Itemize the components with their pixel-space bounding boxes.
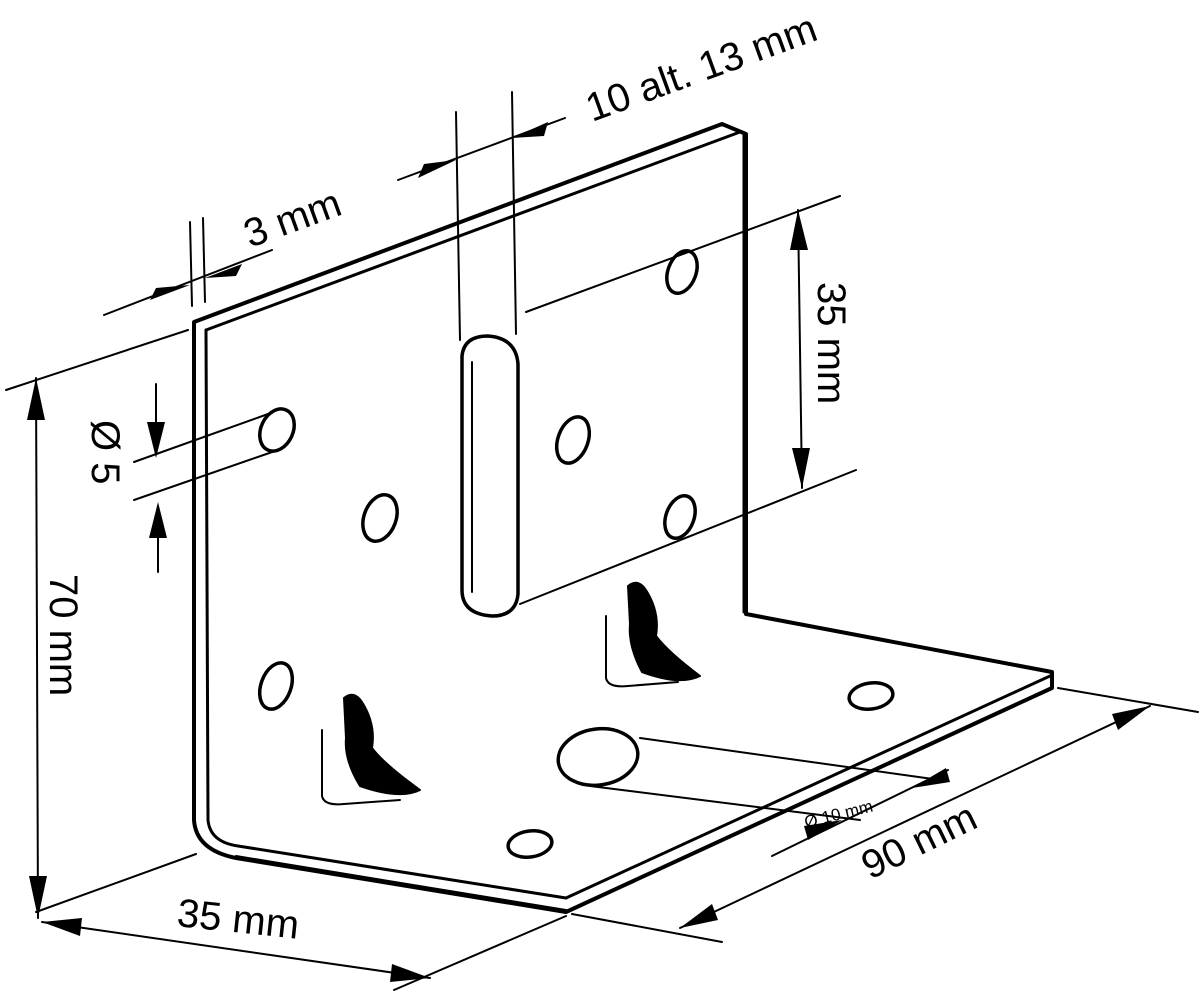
height-arrow-bottom bbox=[29, 876, 47, 918]
thickness-dim-line bbox=[103, 249, 273, 316]
inner-fold-line bbox=[235, 855, 567, 911]
small-hole-mid-left bbox=[361, 493, 399, 543]
vertical-plate-left-edge bbox=[204, 328, 568, 900]
horizontal-plate-front-edge bbox=[564, 674, 1052, 900]
small-hole-floor-front bbox=[506, 829, 554, 859]
rib-left-outline bbox=[321, 729, 401, 806]
angle-bracket bbox=[192, 122, 1054, 914]
slot-hole bbox=[460, 334, 520, 618]
stiffening-ribs bbox=[321, 581, 701, 806]
large-hole-label: Ø 10 mm bbox=[802, 797, 874, 832]
height-ext-top bbox=[5, 329, 189, 391]
length-ext-right bbox=[1057, 687, 1199, 713]
rib-right-outline bbox=[605, 615, 679, 688]
spacing-ext-bottom bbox=[519, 469, 857, 605]
horizontal-plate-edge bbox=[744, 612, 1052, 674]
thickness-arrow-left bbox=[150, 285, 190, 300]
rib-left bbox=[343, 693, 421, 796]
length-dim-line bbox=[679, 705, 1151, 929]
horizontal-plate-bottom-edge bbox=[564, 686, 1054, 914]
large-hole bbox=[556, 726, 640, 788]
vertical-plate-edge bbox=[204, 130, 742, 332]
length-label: 90 mm bbox=[855, 795, 984, 888]
thickness-label: 3 mm bbox=[238, 181, 347, 257]
spacing-ext-top bbox=[525, 195, 841, 313]
slot-arrow-left bbox=[418, 160, 456, 178]
depth-arrow-right bbox=[390, 964, 430, 982]
vertical-plate-holes bbox=[257, 249, 699, 711]
spacing-arrow-top bbox=[790, 210, 808, 250]
depth-arrow-left bbox=[42, 918, 82, 936]
rib-right bbox=[627, 581, 701, 682]
height-label: 70 mm bbox=[41, 574, 85, 696]
length-arrow-left bbox=[680, 904, 718, 928]
length-ext-left bbox=[571, 913, 723, 943]
height-dim-line bbox=[35, 377, 39, 919]
spacing-dim-line bbox=[797, 209, 803, 489]
large-hole-arrow-a bbox=[804, 820, 842, 840]
height-ext-bottom bbox=[35, 853, 197, 913]
small-hole-low-left bbox=[257, 661, 295, 711]
small-hole-floor-right bbox=[847, 681, 895, 711]
large-hole-ext-bottom bbox=[589, 785, 861, 821]
thickness-ext-left bbox=[189, 221, 193, 307]
dimension-lines bbox=[5, 91, 1199, 991]
small-hole-arrow-bottom bbox=[149, 502, 167, 538]
slot-width-label: 10 alt. 13 mm bbox=[580, 6, 823, 130]
hole-spacing-label: 35 mm bbox=[809, 282, 853, 404]
small-hole-arrow-top bbox=[147, 422, 165, 458]
slot-ext-right bbox=[511, 91, 517, 335]
slot-arrow-right bbox=[512, 122, 548, 138]
depth-dim-line bbox=[41, 921, 431, 979]
thickness-ext-right bbox=[202, 217, 206, 303]
small-hole-label: Ø 5 bbox=[83, 420, 127, 484]
slot-ext-left bbox=[455, 111, 461, 341]
small-hole-center bbox=[554, 415, 592, 465]
large-hole-arrow-b bbox=[912, 768, 950, 788]
horizontal-plate-holes bbox=[506, 681, 895, 859]
spacing-arrow-bottom bbox=[792, 448, 810, 488]
large-hole-ext-top bbox=[639, 737, 941, 781]
small-hole-top-left bbox=[258, 407, 296, 453]
height-arrow-top bbox=[27, 378, 45, 420]
length-arrow-right bbox=[1112, 706, 1150, 730]
thickness-arrow-right bbox=[205, 264, 242, 278]
small-hole-ext-bottom bbox=[133, 449, 279, 501]
small-hole-bottom-right bbox=[663, 494, 697, 540]
depth-label: 35 mm bbox=[175, 891, 301, 948]
